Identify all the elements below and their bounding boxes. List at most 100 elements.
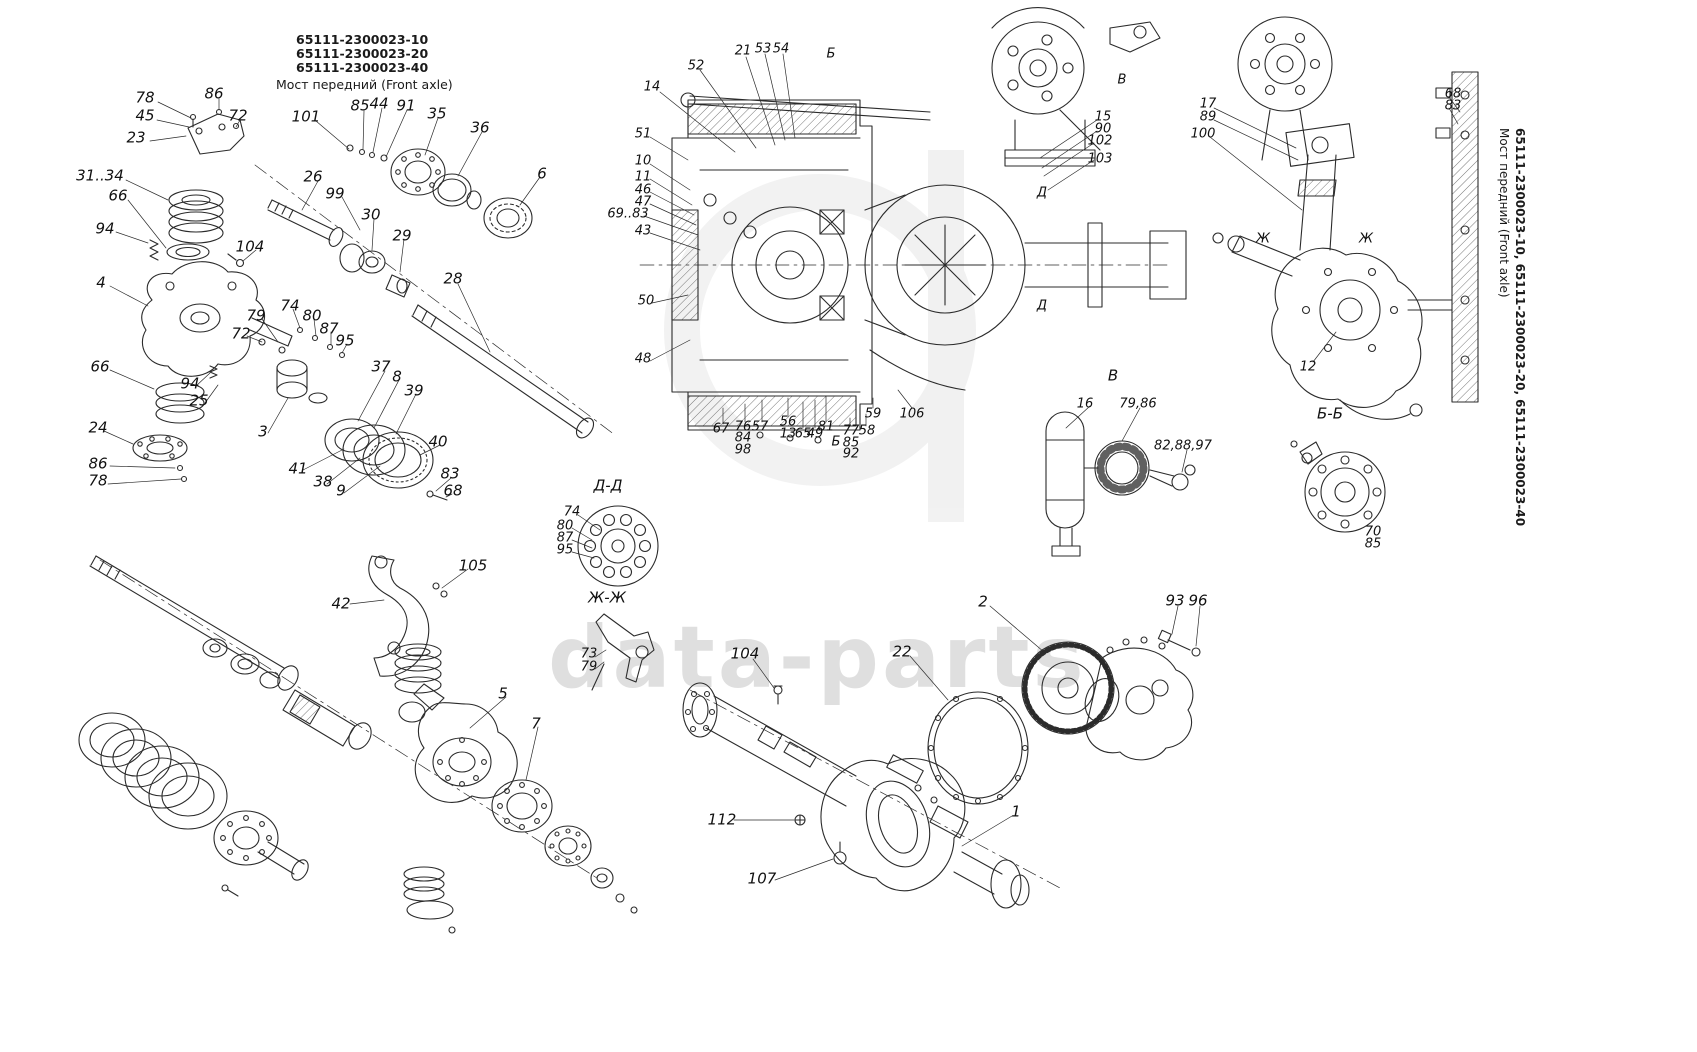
leader-lines-top-left (103, 98, 541, 498)
section-label: Ж (1255, 231, 1271, 247)
callout: 98 (734, 442, 752, 458)
callout: 91 (396, 96, 416, 115)
callout: 26 (303, 167, 323, 186)
callout: 53 (754, 41, 772, 57)
callout: 58 (858, 423, 876, 439)
callout: 2 (978, 592, 988, 611)
callout: 100 (1190, 126, 1216, 142)
callout: 78 (135, 88, 155, 107)
callout: 17 (1199, 96, 1217, 112)
callout: 94 (95, 219, 115, 238)
callout: 35 (427, 104, 447, 123)
callout: 3 (258, 422, 268, 441)
callout: 81 (817, 419, 835, 435)
callout: 6 (537, 164, 547, 183)
section-dd-detail (571, 505, 659, 587)
brake-chamber-detail (1045, 405, 1196, 557)
callout: 10 (634, 153, 652, 169)
callout: 46 (634, 182, 652, 198)
callout: 85 (350, 96, 370, 115)
callout: 105 (458, 556, 488, 575)
section-label: В (1107, 366, 1119, 385)
cv-joint-exploded-bottom (78, 555, 638, 934)
callout: 45 (135, 106, 155, 125)
callout: 40 (428, 432, 448, 451)
side-label-codes: 65111-2300023-10, 65111-2300023-20, 6511… (1513, 128, 1527, 527)
callout: 66 (90, 357, 110, 376)
callout: 74 (563, 504, 581, 520)
callout: 57 (751, 419, 769, 435)
callout: 65 (794, 426, 812, 442)
section-label: Б (826, 46, 836, 62)
callout: 93 (1165, 591, 1185, 610)
callout: 78 (88, 471, 108, 490)
callout: 66 (108, 186, 128, 205)
callout: 36 (470, 118, 490, 137)
callout: 12 (1299, 359, 1317, 375)
title-block: 65111-2300023-10 65111-2300023-20 65111-… (296, 33, 428, 75)
callout: 16 (1076, 396, 1094, 412)
callout: 106 (899, 406, 925, 422)
section-label: Д-Д (593, 476, 623, 495)
callout: 7 (531, 714, 541, 733)
callout: 104 (730, 644, 760, 663)
callout: 52 (687, 58, 705, 74)
callout: 22 (892, 642, 912, 661)
part-code-1: 65111-2300023-10 (296, 32, 429, 47)
callout: 50 (637, 293, 655, 309)
section-zhzh-detail (591, 613, 655, 691)
callout: 9 (336, 481, 346, 500)
callout: 87 (556, 530, 574, 546)
callout: 42 (331, 594, 351, 613)
callout: 99 (325, 184, 345, 203)
callout: 94 (180, 374, 200, 393)
callout: 56 (779, 414, 797, 430)
callout: 43 (634, 223, 652, 239)
callout: 101 (291, 107, 321, 126)
diagram-title: Мост передний (Front axle) (276, 77, 453, 92)
callout: 76 (734, 419, 752, 435)
callout: 85 (842, 435, 860, 451)
callout: 96 (1188, 591, 1208, 610)
rear-axle-housing (682, 605, 1201, 909)
callout: 107 (747, 869, 777, 888)
callout: 51 (634, 126, 652, 142)
callout: 104 (235, 237, 265, 256)
callout: 41 (288, 459, 308, 478)
section-label: Д (1036, 185, 1048, 201)
callout: 79 (580, 659, 598, 675)
callout: 31..34 (76, 166, 124, 185)
callout: 28 (443, 269, 463, 288)
callout: 69..83 (607, 206, 649, 222)
callout: 8 (392, 367, 402, 386)
callout: 14 (643, 79, 661, 95)
callout: 49 (806, 426, 824, 442)
callout: 92 (842, 446, 860, 462)
callout: 74 (280, 296, 300, 315)
side-label-name: Мост передний (Front axle) (1497, 128, 1511, 298)
callout: 59 (864, 406, 882, 422)
section-label: Б (831, 434, 841, 450)
callout: 5 (498, 684, 508, 703)
callout: 86 (204, 84, 224, 103)
section-label: Б-Б (1317, 404, 1343, 423)
callout: 72 (231, 324, 251, 343)
callout: 39 (404, 381, 424, 400)
callout: 95 (556, 542, 574, 558)
section-bb-detail (1290, 440, 1386, 533)
callout: 83 (1444, 98, 1462, 114)
callout: 73 (580, 646, 598, 662)
callout: 82,88,97 (1154, 438, 1212, 454)
callout: 25 (189, 391, 209, 410)
callout: 79 (246, 306, 266, 325)
callout: 77 (842, 423, 860, 439)
section-label: Д (1036, 298, 1048, 314)
callout: 68 (443, 481, 463, 500)
section-label: В (1117, 72, 1127, 88)
callout: 103 (1087, 151, 1113, 167)
callout: 90 (1094, 121, 1112, 137)
callout: 102 (1087, 133, 1113, 149)
callout: 30 (361, 205, 381, 224)
watermark-text: data-parts (548, 608, 1087, 708)
